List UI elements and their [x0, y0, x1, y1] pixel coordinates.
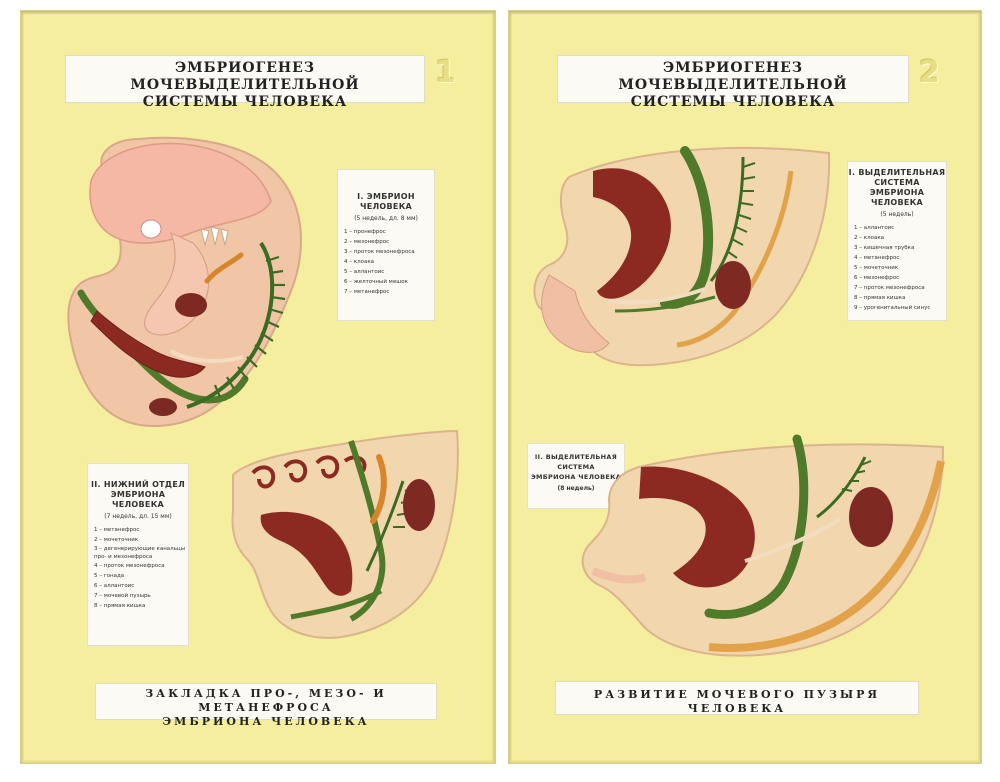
- legend-heading: I. ЭМБРИОН ЧЕЛОВЕКА: [357, 192, 415, 211]
- board-1-legend-lower: II. НИЖНИЙ ОТДЕЛ ЭМБРИОНА ЧЕЛОВЕКА (7 не…: [87, 463, 189, 646]
- board-2: ЭМБРИОГЕНЕЗ МОЧЕВЫДЕЛИТЕЛЬНОЙ СИСТЕМЫ ЧЕ…: [508, 10, 982, 764]
- legend-heading: СИСТЕМА: [874, 178, 920, 187]
- legend-item: 5 – гонада: [94, 573, 125, 579]
- board-2-title-line-2: СИСТЕМЫ ЧЕЛОВЕКА: [630, 94, 836, 110]
- legend-heading: ЭМБРИОНА ЧЕЛОВЕКА: [530, 473, 622, 481]
- board-1-title-line-2: СИСТЕМЫ ЧЕЛОВЕКА: [142, 94, 348, 110]
- lower-section-model: [231, 429, 459, 639]
- legend-item: 2 – клоака: [854, 235, 885, 241]
- legend-item: 3 – кишечная трубка: [854, 245, 915, 251]
- legend-item: 9 – урогенитальный синус: [854, 305, 931, 311]
- board-1-bottom-line-1: ЗАКЛАДКА ПРО-, МЕЗО- И МЕТАНЕФРОСА: [145, 687, 387, 714]
- board-2-legend-excretory: I. ВЫДЕЛИТЕЛЬНАЯ СИСТЕМА ЭМБРИОНА ЧЕЛОВЕ…: [847, 161, 947, 321]
- board-1-models: [67, 136, 459, 639]
- legend-item: 1 – пронефрос: [344, 229, 386, 235]
- legend-heading: ЭМБРИОНА ЧЕЛОВЕКА: [869, 188, 925, 207]
- legend-item: 4 – метанефрос: [854, 255, 900, 261]
- legend-subtitle: (5 недель, дл. 8 мм): [354, 215, 418, 222]
- legend-item: 7 – метанефрос: [344, 289, 390, 295]
- legend-item: 3 – дегенерирующие канальцы про- и мезон…: [94, 546, 186, 560]
- board-2-bottom-caption: РАЗВИТИЕ МОЧЕВОГО ПУЗЫРЯ ЧЕЛОВЕКА: [555, 681, 919, 715]
- embryo-model: [67, 136, 302, 427]
- legend-subtitle: (7 недель, дл. 15 мм): [104, 513, 172, 520]
- legend-item: 2 – мезонефрос: [344, 239, 390, 245]
- legend-item: 4 – проток мезонефроса: [94, 563, 165, 569]
- legend-heading: I. ВЫДЕЛИТЕЛЬНАЯ: [848, 168, 946, 177]
- legend-item: 3 – проток мезонефроса: [344, 249, 415, 255]
- legend-item: 6 – мезонефрос: [854, 275, 900, 281]
- legend-item: 5 – аллантоис: [344, 269, 385, 275]
- board-1-legend-embryo: I. ЭМБРИОН ЧЕЛОВЕКА (5 недель, дл. 8 мм)…: [337, 169, 435, 321]
- legend-heading: II. НИЖНИЙ ОТДЕЛ: [90, 480, 186, 489]
- legend-item: 6 – желточный мешок: [344, 279, 408, 285]
- legend-item: 6 – аллантоис: [94, 583, 135, 589]
- legend-item: 1 – аллантоис: [854, 225, 895, 231]
- board-2-bottom-line-1: РАЗВИТИЕ МОЧЕВОГО ПУЗЫРЯ ЧЕЛОВЕКА: [593, 688, 881, 715]
- legend-item: 2 – мочеточник: [94, 537, 139, 543]
- board-1-bottom-caption: ЗАКЛАДКА ПРО-, МЕЗО- И МЕТАНЕФРОСА ЭМБРИ…: [95, 683, 437, 728]
- legend-subtitle: (5 недель): [880, 211, 914, 218]
- board-2-title: ЭМБРИОГЕНЕЗ МОЧЕВЫДЕЛИТЕЛЬНОЙ СИСТЕМЫ ЧЕ…: [557, 55, 909, 110]
- legend-item: 1 – метанефрос: [94, 527, 140, 533]
- legend-item: 8 – прямая кишка: [94, 603, 146, 609]
- board-1-bottom-line-2: ЭМБРИОНА ЧЕЛОВЕКА: [162, 715, 370, 728]
- board-1: ЭМБРИОГЕНЕЗ МОЧЕВЫДЕЛИТЕЛЬНОЙ СИСТЕМЫ ЧЕ…: [20, 10, 496, 764]
- board-1-title-line-1: ЭМБРИОГЕНЕЗ МОЧЕВЫДЕЛИТЕЛЬНОЙ: [130, 60, 360, 93]
- excretory-5-weeks-model: [533, 146, 831, 367]
- board-2-number: 2: [919, 55, 940, 90]
- legend-item: 7 – проток мезонефроса: [854, 285, 925, 291]
- legend-heading: ЭМБРИОНА ЧЕЛОВЕКА: [110, 490, 166, 509]
- legend-item: 7 – мочевой пузырь: [94, 593, 151, 599]
- board-1-title: ЭМБРИОГЕНЕЗ МОЧЕВЫДЕЛИТЕЛЬНОЙ СИСТЕМЫ ЧЕ…: [65, 55, 425, 110]
- board-2-models: [533, 146, 945, 657]
- legend-item: 5 – мочеточник: [854, 265, 899, 271]
- bladder-development-model: [581, 434, 945, 657]
- board-2-title-line-1: ЭМБРИОГЕНЕЗ МОЧЕВЫДЕЛИТЕЛЬНОЙ: [618, 60, 848, 93]
- board-1-number: 1: [435, 55, 456, 90]
- legend-subtitle: (8 недель): [557, 485, 595, 492]
- legend-item: 8 – прямая кишка: [854, 295, 906, 301]
- legend-item: 4 – клоака: [344, 259, 375, 265]
- board-2-legend-8weeks: II. ВЫДЕЛИТЕЛЬНАЯ СИСТЕМА ЭМБРИОНА ЧЕЛОВ…: [527, 443, 625, 509]
- legend-heading: II. ВЫДЕЛИТЕЛЬНАЯ СИСТЕМА: [534, 453, 618, 471]
